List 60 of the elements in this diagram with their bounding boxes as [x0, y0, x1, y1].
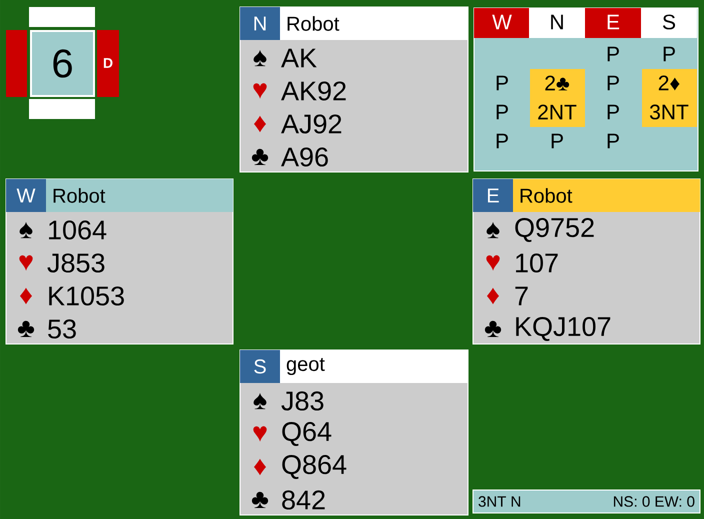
bid-call: P [496, 104, 508, 120]
card-holding: A96 [281, 147, 328, 167]
card-holding: J853 [47, 253, 104, 273]
dealer-strip: D [97, 30, 119, 97]
suit-symbol: ♣ [18, 320, 34, 338]
suit-symbol: ♦ [20, 288, 32, 304]
bid-call: P [608, 134, 619, 148]
card-holding: KQJ107 [516, 317, 610, 341]
score-bar: 3NT N NS: 0 EW: 0 [472, 490, 700, 514]
bid-call: 2NT [538, 104, 576, 120]
card-holding: Q864 [282, 455, 346, 479]
suit-symbol: ♣ [484, 320, 502, 338]
suit-symbol: ♠ [486, 222, 500, 238]
card-holding: J83 [281, 391, 324, 411]
seat-header: E [585, 8, 641, 38]
suit-symbol: ♥ [253, 426, 267, 442]
suit-symbol: ♦ [486, 288, 499, 304]
bid-call: P [664, 46, 675, 62]
bid-call: P [496, 76, 508, 90]
card-holding: 53 [48, 319, 76, 339]
suit-symbol: ♠ [20, 222, 32, 238]
player-name: geot [280, 350, 468, 383]
suit-symbol: ♥ [253, 83, 267, 99]
bid-call: 2♦ [658, 76, 680, 90]
seat-header: W [474, 8, 529, 38]
suit-symbol: ♠ [254, 392, 266, 410]
suit-symbol: ♣ [252, 492, 268, 508]
seat-header: N [529, 8, 585, 38]
board-number-box: 6 [30, 30, 95, 97]
suit-symbol: ♥ [19, 255, 33, 271]
seat-label: S [240, 350, 280, 383]
card-holding: AJ92 [281, 114, 342, 134]
bid-call: P [496, 134, 508, 148]
bid-call: 3NT [650, 104, 688, 120]
seat-label: W [6, 179, 46, 212]
bid-call: 2♣ [545, 76, 570, 90]
card-holding: AK92 [281, 81, 346, 101]
suit-symbol: ♣ [252, 148, 268, 166]
card-holding: 1064 [49, 220, 106, 240]
card-holding: 842 [282, 490, 325, 510]
player-name: Robot [46, 179, 233, 212]
card-holding: Q9752 [515, 218, 594, 242]
card-holding: Q64 [282, 422, 332, 446]
seat-label: N [240, 7, 280, 40]
bid-call: P [552, 134, 563, 148]
suit-symbol: ♠ [254, 50, 266, 66]
card-holding: 7 [515, 286, 528, 306]
bid-call: P [608, 104, 619, 120]
seat-header: S [641, 8, 697, 38]
player-name: Robot [513, 179, 700, 212]
suit-symbol: ♦ [254, 116, 266, 132]
card-holding: AK [281, 48, 317, 68]
bid-call: P [608, 46, 619, 62]
suit-symbol: ♦ [254, 458, 266, 476]
suit-symbol: ♥ [486, 255, 500, 271]
card-holding: K1053 [49, 286, 124, 306]
player-name: Robot [280, 7, 468, 40]
card-holding: 107 [516, 253, 558, 273]
seat-label: E [473, 179, 513, 212]
bid-call: P [608, 76, 619, 90]
